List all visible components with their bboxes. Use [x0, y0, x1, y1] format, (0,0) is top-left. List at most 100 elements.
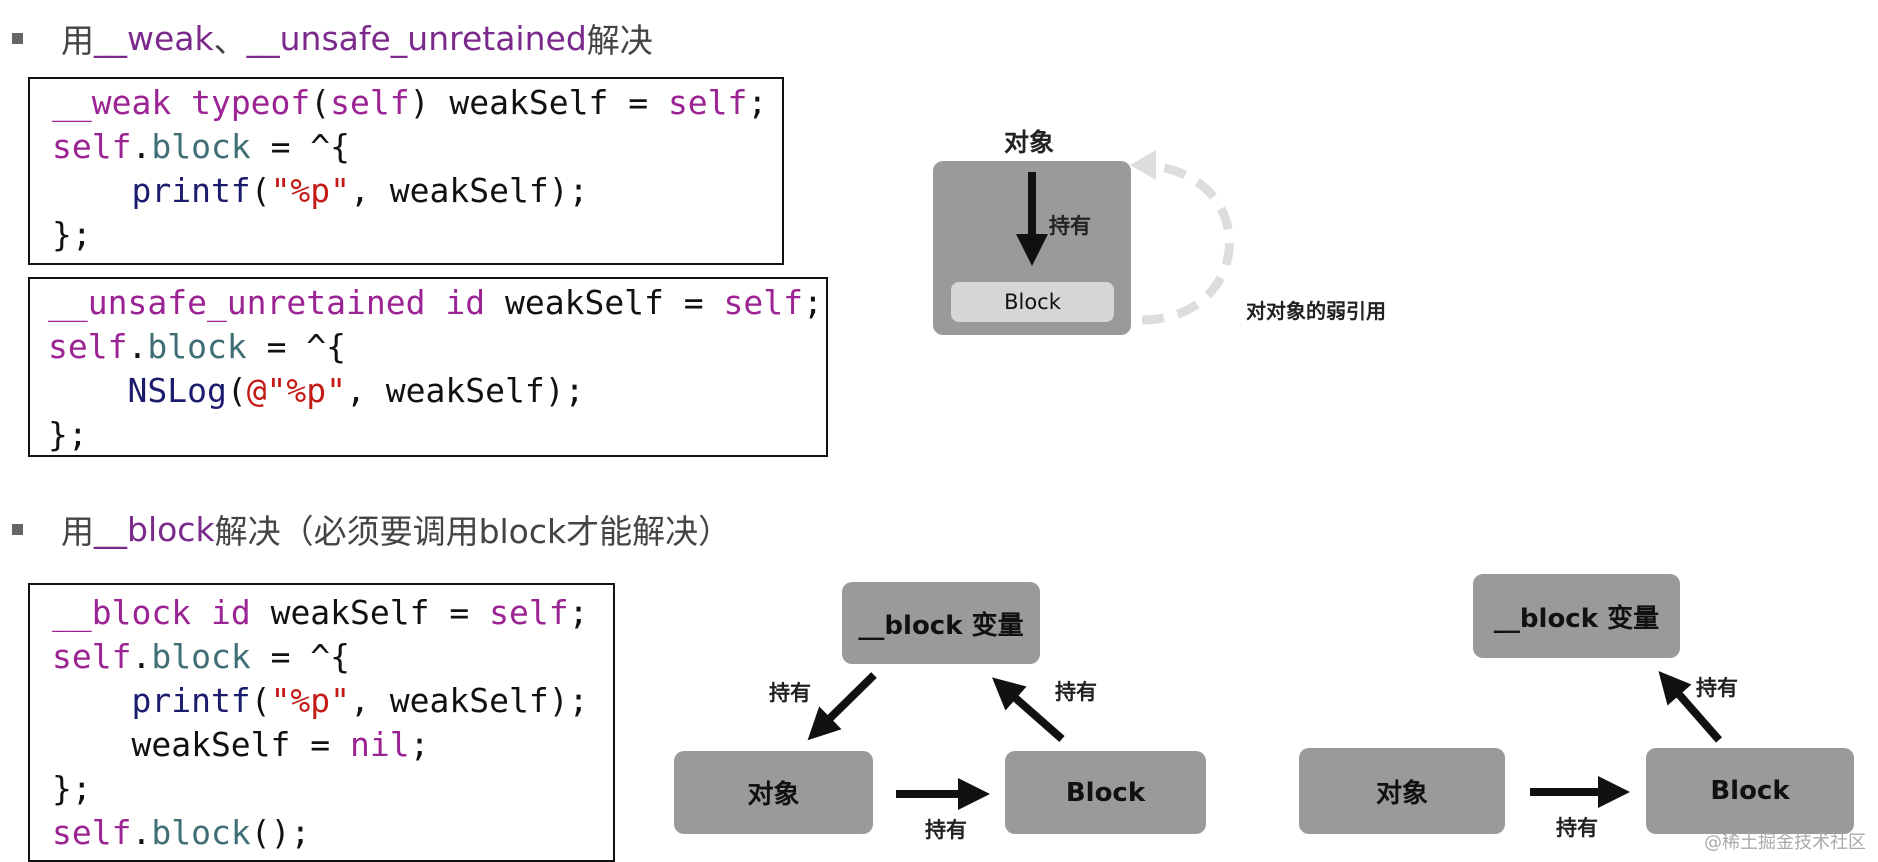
diagram1-hold-label: 持有 — [1049, 214, 1091, 238]
diagram2-block-to-var-arrow — [991, 677, 1065, 743]
code-block-weak: __weak typeof(self) weakSelf = self;self… — [28, 77, 784, 265]
code-token: weakSelf = — [52, 725, 351, 764]
code-token: , weakSelf); — [346, 371, 585, 410]
code-token: __unsafe_unretained — [48, 283, 446, 322]
code-line: self.block(); — [52, 811, 613, 855]
code-line: __weak typeof(self) weakSelf = self; — [52, 81, 782, 125]
diagram3-object-box: 对象 — [1299, 748, 1505, 834]
code-token: weakSelf = — [250, 593, 490, 632]
code-token: block — [147, 327, 247, 366]
diagram2-var-label: __block 变量 — [858, 610, 1024, 641]
code-token: , weakSelf); — [350, 171, 589, 210]
diagram1-weak-arrowhead — [1130, 150, 1156, 180]
code-token: ; — [568, 593, 589, 632]
code-token: self — [48, 327, 128, 366]
code-token: ( — [226, 371, 247, 410]
code-token: block — [151, 637, 251, 676]
bullet-icon — [12, 32, 23, 44]
diagram2-hold-right-label: 持有 — [1055, 680, 1097, 704]
code-token: . — [131, 813, 152, 852]
code-token: }; — [52, 769, 92, 808]
code-token: NSLog — [48, 371, 227, 410]
code-token: }; — [48, 415, 88, 454]
code-token: block — [151, 813, 251, 852]
code-token: self — [330, 83, 410, 122]
code-token: "%p" — [270, 681, 351, 720]
diagram3-object-label: 对象 — [1375, 778, 1428, 809]
code-line: printf("%p", weakSelf); — [52, 169, 782, 213]
diagram3-hold-up-label: 持有 — [1696, 676, 1738, 700]
diagram2-object-box: 对象 — [674, 751, 873, 834]
code-token: . — [131, 127, 152, 166]
bullet-icon — [12, 523, 23, 535]
code-line: }; — [48, 413, 826, 457]
code-token: = ^{ — [246, 327, 347, 366]
diagram3-block-to-var-arrow — [1658, 670, 1723, 743]
code-token: }; — [52, 215, 92, 254]
diagram1-weak-ref-label: 对对象的弱引用 — [1246, 299, 1386, 323]
code-token: ( — [250, 681, 271, 720]
diagram2-block-box: Block — [1005, 751, 1206, 834]
diagram3-var-label: __block 变量 — [1493, 603, 1660, 634]
code-token: printf — [52, 681, 251, 720]
diagram3-block-label: Block — [1710, 776, 1790, 806]
heading2-suffix: 解决（必须要调用block才能解决） — [214, 512, 732, 551]
code-token: id — [445, 283, 486, 322]
code-line: printf("%p", weakSelf); — [52, 679, 613, 723]
diagram2-var-to-object-arrow — [807, 672, 877, 741]
code-token: __weak — [52, 83, 192, 122]
code-line: }; — [52, 767, 613, 811]
code-token: . — [131, 637, 152, 676]
code-token: ; — [803, 283, 823, 322]
heading-keyword-unsafe: __unsafe_unretained — [246, 18, 587, 58]
code-token: self — [52, 813, 132, 852]
heading-keyword-weak: __weak — [94, 18, 214, 58]
code-block-unsafe-unretained: __unsafe_unretained id weakSelf = self;s… — [28, 277, 828, 457]
code-token: . — [127, 327, 148, 366]
code-token: ) weakSelf = — [409, 83, 668, 122]
diagram2-hold-bottom-label: 持有 — [925, 818, 967, 842]
diagram3-var-box: __block 变量 — [1473, 574, 1680, 658]
code-line: self.block = ^{ — [52, 125, 782, 169]
code-token: ( — [310, 83, 331, 122]
code-block-block: __block id weakSelf = self;self.block = … — [28, 583, 615, 862]
code-token: "%p" — [270, 171, 351, 210]
code-token: ; — [747, 83, 768, 122]
heading-suffix: 解决 — [586, 21, 653, 60]
diagram3-hold-bottom-label: 持有 — [1556, 816, 1598, 840]
diagram1-weak-arc — [1141, 160, 1234, 325]
code-token: self — [52, 637, 132, 676]
code-token: id — [210, 593, 251, 632]
diagram2-block-label: Block — [1065, 777, 1146, 808]
heading-weak: 用 __weak 、 __unsafe_unretained 解决 — [12, 14, 653, 62]
code-token: self — [489, 593, 569, 632]
heading-prefix: 用 — [61, 21, 94, 60]
code-token: , weakSelf); — [350, 681, 589, 720]
code-line: self.block = ^{ — [48, 325, 826, 369]
code-token: block — [151, 127, 251, 166]
diagram2-object-label: 对象 — [747, 780, 800, 810]
code-token: printf — [52, 171, 251, 210]
code-token: self — [52, 127, 132, 166]
code-line: __block id weakSelf = self; — [52, 591, 613, 635]
diagram1-block-label: Block — [1004, 290, 1061, 314]
code-line: }; — [52, 213, 782, 257]
heading2-prefix: 用 — [61, 512, 94, 551]
heading2-keyword-block: __block — [94, 509, 215, 549]
code-token: nil — [350, 725, 410, 764]
code-token: ( — [250, 171, 271, 210]
code-line: __unsafe_unretained id weakSelf = self; — [48, 281, 826, 325]
diagram2-var-box: __block 变量 — [842, 582, 1040, 664]
code-line: self.block = ^{ — [52, 635, 613, 679]
code-token: = ^{ — [250, 637, 351, 676]
diagram3-block-box: Block — [1646, 748, 1854, 834]
diagram1-block-box: Block — [951, 282, 1114, 322]
code-token: = ^{ — [250, 127, 351, 166]
code-token: ; — [409, 725, 430, 764]
heading-separator: 、 — [213, 21, 247, 60]
diagram2-hold-left-label: 持有 — [769, 681, 811, 705]
code-token: @"%p" — [246, 371, 347, 410]
code-token: self — [667, 83, 748, 122]
heading-block: 用 __block 解决（必须要调用block才能解决） — [12, 505, 731, 553]
